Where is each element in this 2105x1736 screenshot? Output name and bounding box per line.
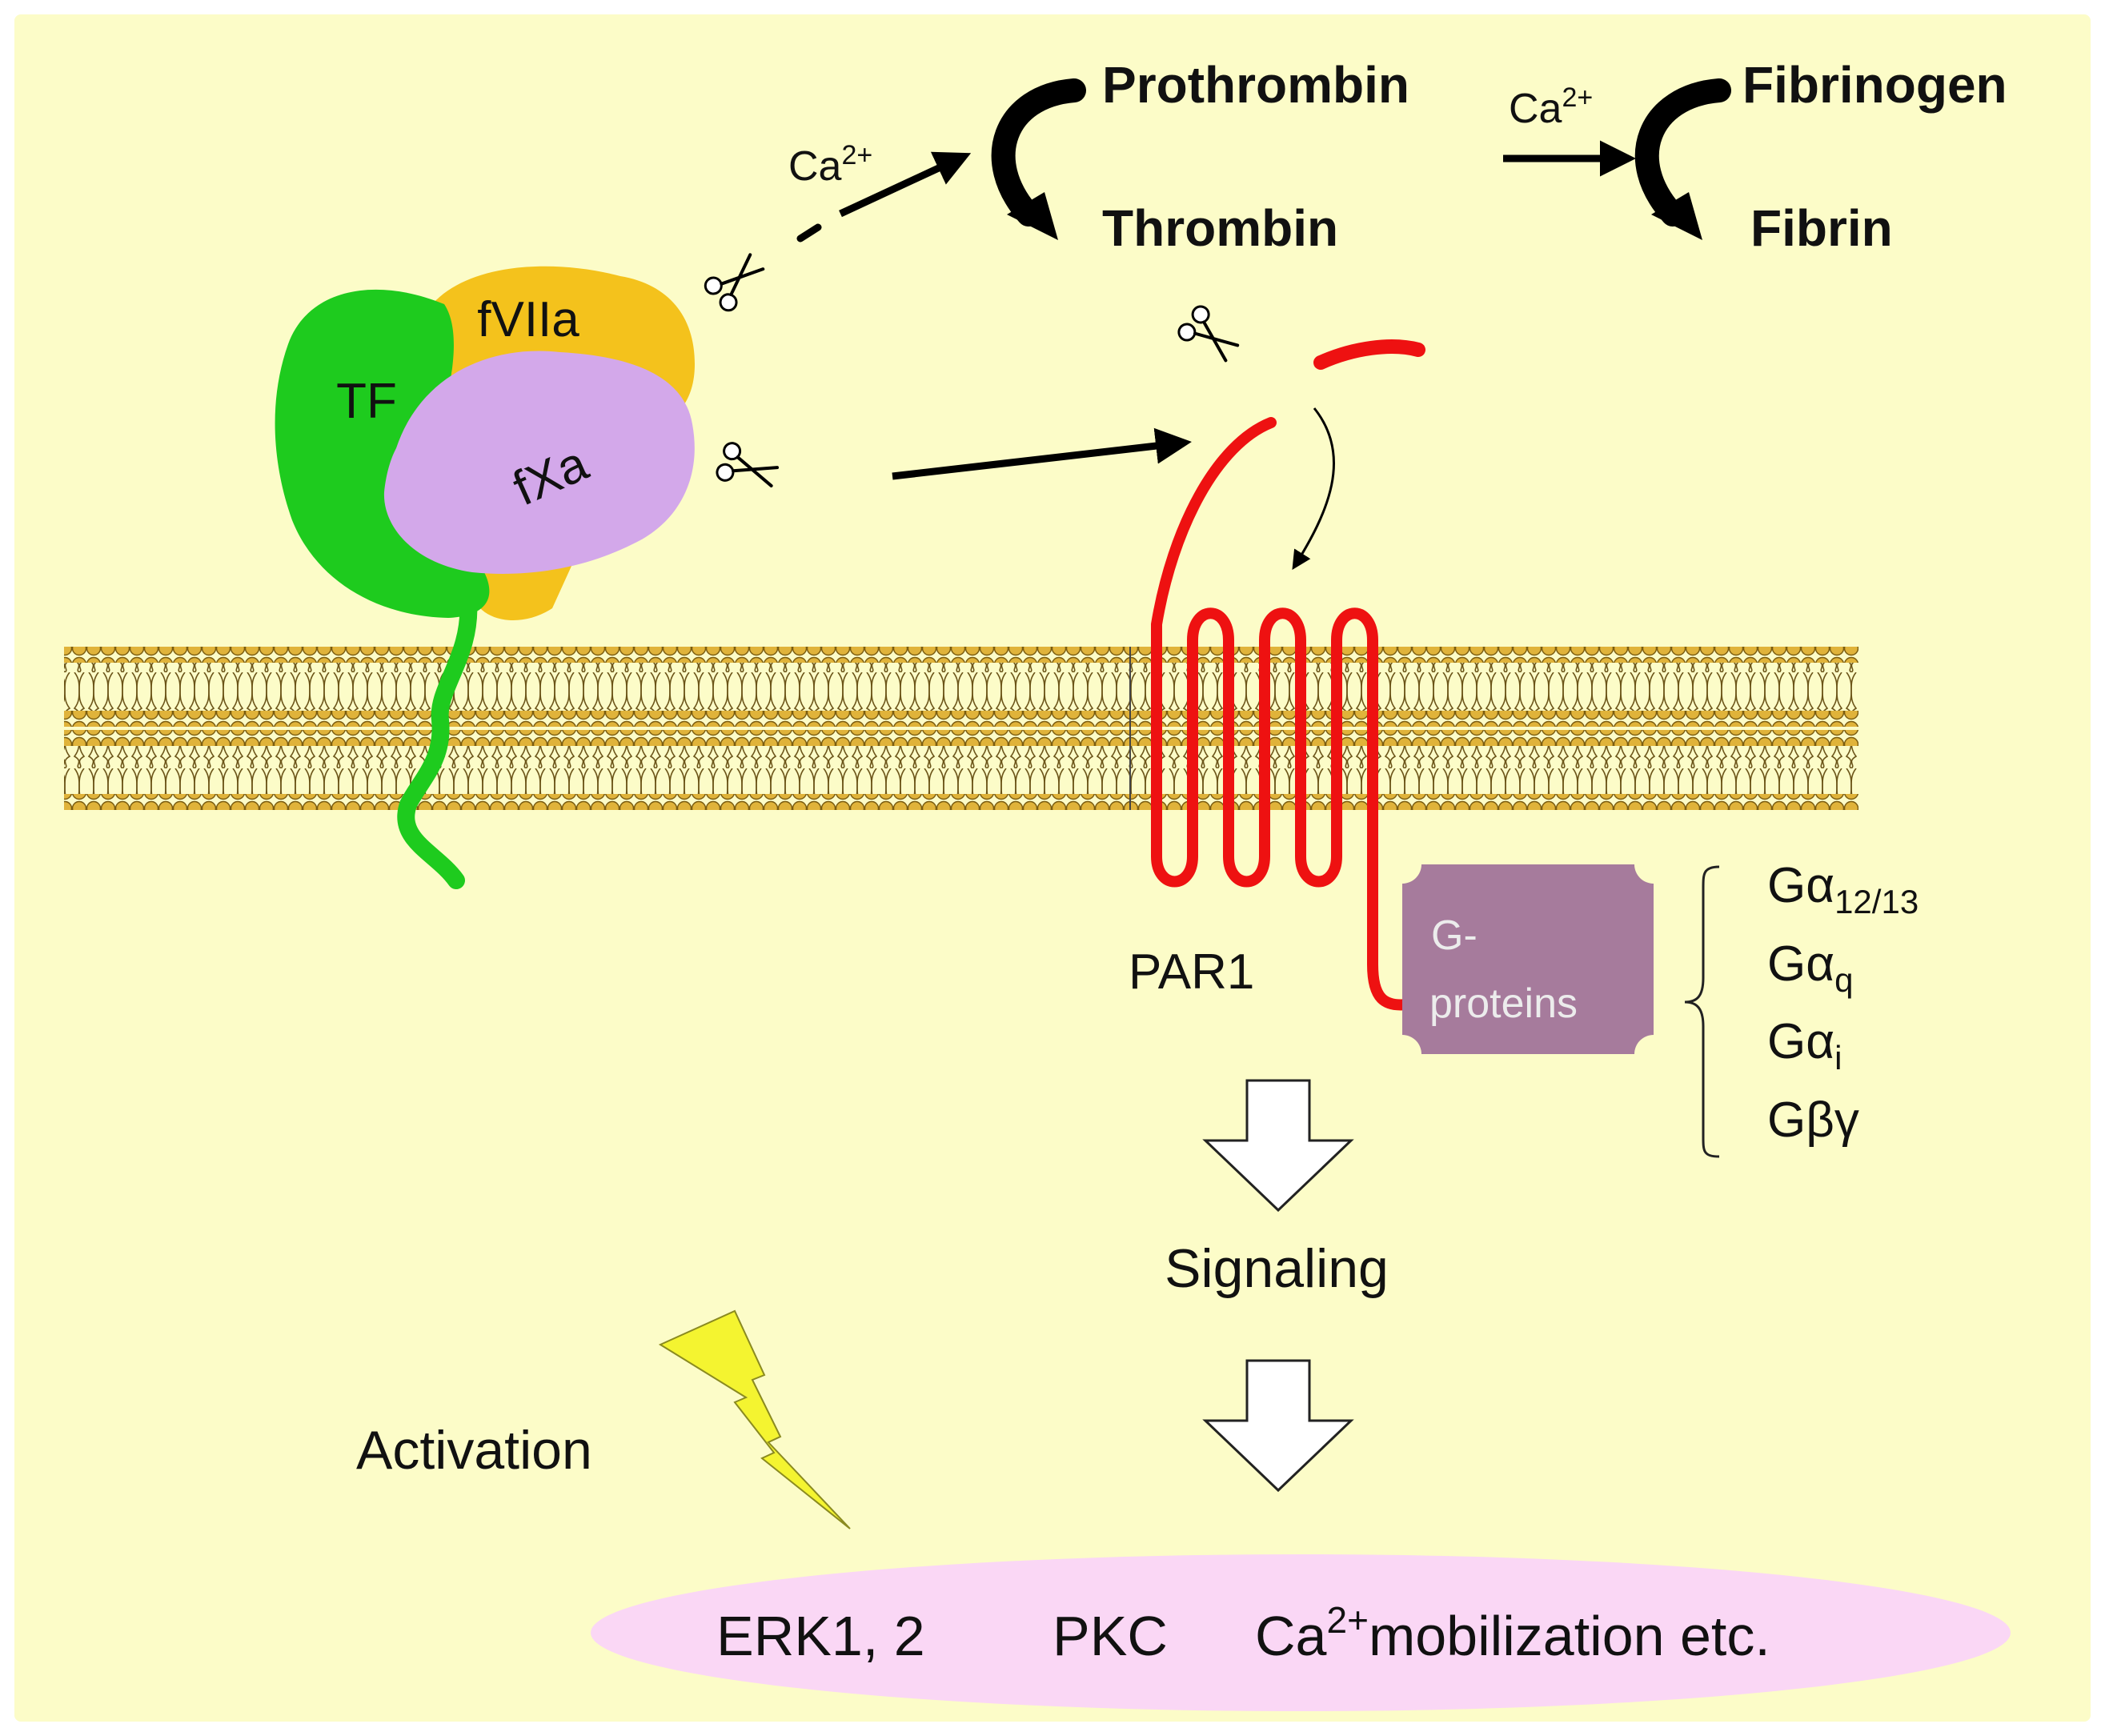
arrow-to-prothrombin <box>839 151 972 218</box>
par1-chain <box>1151 417 1413 1011</box>
membrane-outer-tails <box>64 663 1858 711</box>
effector-ca-base: Ca <box>1255 1605 1327 1667</box>
prothrombin-conversion-arrow <box>991 78 1086 227</box>
par1-label: PAR1 <box>1129 944 1254 1000</box>
activation: Activation <box>356 1309 851 1530</box>
lightning-bolt-icon <box>658 1309 851 1530</box>
g-subunit-list: Gα12/13 Gαq Gαi Gβγ <box>1767 858 1919 1148</box>
g-subunit-2-greek: α <box>1806 936 1834 992</box>
ca-ion-label-2-base: Ca <box>1509 86 1562 132</box>
g-proteins: G- proteins Gα12/13 Gαq Gαi Gβγ <box>1402 858 1919 1158</box>
g-subunit-3-base: G <box>1767 1014 1806 1069</box>
par1-receptor: PAR1 <box>1129 339 1425 1011</box>
g-subunit-1-base: G <box>1767 858 1806 913</box>
signaling-flow: Signaling <box>1165 1079 1389 1493</box>
subunit-brace <box>1684 865 1720 1158</box>
g-subunit-2-base: G <box>1767 936 1806 992</box>
tf-transmembrane-tail <box>397 591 478 889</box>
arrow-fxa-to-par1 <box>892 427 1192 480</box>
membrane-inner-heads-2 <box>64 730 1858 746</box>
effectors-ellipse <box>591 1554 2011 1711</box>
par1-cleavage <box>713 301 1336 571</box>
ca-ion-label-1: Ca2+ <box>788 140 872 190</box>
effector-erk: ERK1, 2 <box>716 1605 925 1667</box>
activation-label: Activation <box>356 1420 592 1481</box>
tf-label: TF <box>336 374 397 429</box>
g-subunit-3: Gαi <box>1767 1014 1842 1076</box>
membrane-inner-tails <box>64 746 1858 794</box>
prothrombin-label: Prothrombin <box>1102 56 1409 114</box>
g-subunit-1: Gα12/13 <box>1767 858 1919 920</box>
signaling-label: Signaling <box>1165 1238 1389 1299</box>
gproteins-box <box>1402 864 1654 1054</box>
fxa-shape <box>383 351 695 574</box>
fibrinogen-conversion-arrow <box>1634 78 1731 227</box>
gproteins-label-line2: proteins <box>1429 980 1578 1027</box>
g-subunit-2-sub: q <box>1834 961 1853 999</box>
cell-membrane <box>64 647 1858 810</box>
membrane-inner-heads <box>64 711 1858 727</box>
coagulation-cascade: Ca2+ Prothrombin Thrombin Ca2+ Fibrinoge… <box>700 56 2007 315</box>
g-subunit-4: Gβγ <box>1767 1093 1859 1148</box>
ca-ion-label-2-sup: 2+ <box>1562 82 1593 113</box>
tethered-ligand-arrow <box>1292 407 1336 571</box>
par1-cleaved-fragment <box>1313 339 1425 370</box>
prothrombin-conversion-arrowhead <box>1007 192 1058 240</box>
g-subunit-1-greek: α <box>1806 858 1834 913</box>
ca-ion-label-1-base: Ca <box>788 143 842 190</box>
effector-ca-sup: 2+ <box>1326 1599 1368 1641</box>
effector-pkc: PKC <box>1052 1605 1168 1667</box>
effector-ca-mobilization: Ca2+mobilization etc. <box>1255 1599 1770 1667</box>
ca-ion-label-2: Ca2+ <box>1509 82 1593 132</box>
g-subunit-3-sub: i <box>1834 1039 1842 1076</box>
ca-ion-label-1-sup: 2+ <box>841 140 872 170</box>
membrane-outer-heads <box>64 647 1858 663</box>
g-subunit-4-base: G <box>1767 1093 1806 1148</box>
fibrin-label: Fibrin <box>1750 199 1893 257</box>
gproteins-label-line1: G- <box>1431 912 1478 959</box>
fibrinogen-conversion-arrowhead <box>1651 192 1702 240</box>
g-subunit-3-greek: α <box>1806 1014 1834 1069</box>
fviia-label: fVIIa <box>477 292 579 347</box>
arrow-to-prothrombin-dash <box>796 223 822 243</box>
tf-fviia-fxa-complex: TF fVIIa fXa <box>275 266 695 889</box>
effector-ca-rest: mobilization etc. <box>1369 1605 1770 1667</box>
g-subunit-1-sub: 12/13 <box>1834 883 1919 920</box>
membrane-bottom-heads <box>64 794 1858 810</box>
thrombin-label: Thrombin <box>1102 199 1338 257</box>
fibrinogen-label: Fibrinogen <box>1742 56 2007 114</box>
g-subunit-2: Gαq <box>1767 936 1853 999</box>
down-arrow-1 <box>1202 1079 1354 1213</box>
down-arrow-2 <box>1202 1359 1354 1493</box>
g-subunit-4-greek: βγ <box>1806 1093 1859 1148</box>
downstream-effectors: ERK1, 2 PKC Ca2+mobilization etc. <box>591 1554 2011 1711</box>
